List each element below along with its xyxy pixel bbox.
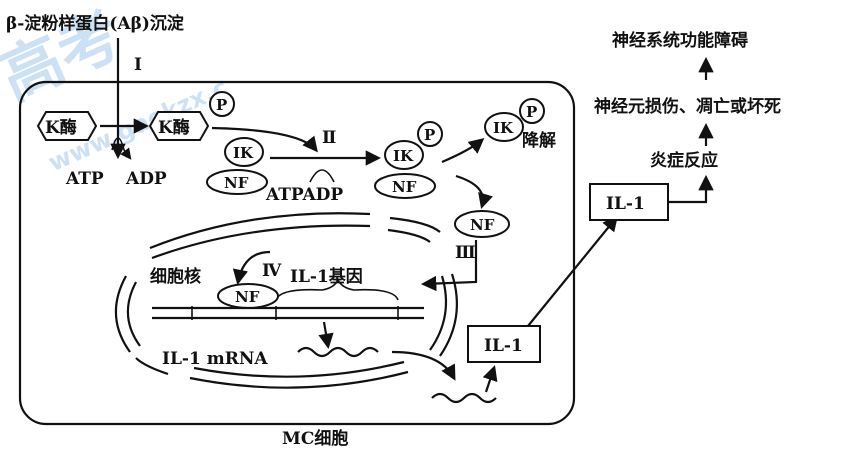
step-2-label: Ⅱ xyxy=(322,128,336,148)
k-enzyme-active: K酶 P xyxy=(148,91,235,141)
abeta-label: β-淀粉样蛋白(Aβ)沉淀 xyxy=(6,13,185,34)
neuron-damage-label: 神经元损伤、凋亡或坏死 xyxy=(594,96,781,117)
dna-strand xyxy=(152,306,424,320)
nf-label-free: NF xyxy=(470,216,495,234)
nerve-disorder-label: 神经系统功能障碍 xyxy=(612,30,748,51)
mrna-wave xyxy=(297,346,379,358)
phosphate-label-degraded: P xyxy=(526,103,537,121)
ik-oval-middle xyxy=(384,140,424,170)
step-4-label: Ⅳ xyxy=(262,261,282,281)
nf-label-left: NF xyxy=(224,174,249,192)
il1-right-label: IL-1 xyxy=(606,194,645,214)
translation-arrow xyxy=(482,365,498,393)
ik-label-left: IK xyxy=(233,144,254,162)
ik-nf-complex-left: IK NF xyxy=(206,137,268,195)
k-enzyme-label: K酶 xyxy=(45,117,77,138)
nf-free: NF xyxy=(454,210,510,238)
mc-cell-membrane xyxy=(18,80,576,426)
phosphate-label: P xyxy=(216,96,227,114)
il1-to-inflammation-arrow xyxy=(668,174,714,204)
step-1-label: Ⅰ xyxy=(134,55,142,75)
k-enzyme-active-label: K酶 xyxy=(158,117,190,138)
nf-entry-arrow xyxy=(420,240,478,292)
mrna-export-arrow xyxy=(391,350,456,381)
ik-oval-left xyxy=(224,137,264,167)
transcription-arrow xyxy=(318,321,334,350)
phosphate-circle xyxy=(209,91,235,117)
nf-label-middle: NF xyxy=(392,178,417,196)
k-enzyme-inactive: K酶 xyxy=(36,111,98,141)
nf-oval-middle xyxy=(374,173,436,199)
nucleus-label: 细胞核 xyxy=(150,266,201,287)
phosphate-circle-middle xyxy=(417,121,443,147)
adp-label: ADP xyxy=(125,169,167,189)
il1-right-box: IL-1 xyxy=(589,183,669,221)
degrade-label: 降解 xyxy=(522,130,556,151)
atpadp-label: ATPADP xyxy=(265,185,343,205)
il1-secretion-arrow xyxy=(527,215,618,327)
nf-label-bound: NF xyxy=(235,288,260,306)
nf-oval-free xyxy=(454,210,510,238)
gene-brace xyxy=(275,278,399,301)
nf-bound: NF xyxy=(217,283,279,309)
atp-adp-curve xyxy=(111,137,125,151)
ik-nf-complex-middle: IK P NF xyxy=(374,121,443,199)
k-to-ik-arrow xyxy=(211,126,318,153)
ik-oval-degraded xyxy=(484,112,524,142)
ik-degraded: IK P 降解 xyxy=(484,98,556,151)
phosphate-label-middle: P xyxy=(424,126,435,144)
atpadp-curve xyxy=(309,169,335,183)
inflammation-label: 炎症反应 xyxy=(650,150,718,171)
ik-label-middle: IK xyxy=(393,147,414,165)
nuclear-envelope xyxy=(114,212,458,389)
phosphate-circle-degraded xyxy=(519,98,545,124)
il1-box-label: IL-1 xyxy=(484,336,523,356)
ik-degrade-arrow xyxy=(441,138,485,164)
gene-label: IL-1基因 xyxy=(290,266,363,287)
il1-box: IL-1 xyxy=(467,325,541,363)
step-4-arrow xyxy=(232,250,271,286)
mrna-label: IL-1 mRNA xyxy=(162,349,268,369)
nf-oval-left xyxy=(206,169,268,195)
ik-label-degraded: IK xyxy=(493,119,514,137)
atp-label: ATP xyxy=(65,169,104,189)
adp-arrow xyxy=(120,147,132,160)
step-3-label: Ⅲ xyxy=(455,243,476,263)
mc-cell-label: MC细胞 xyxy=(282,428,348,449)
mrna-wave-cytoplasm xyxy=(431,392,497,404)
nf-release-arrow xyxy=(455,174,493,209)
